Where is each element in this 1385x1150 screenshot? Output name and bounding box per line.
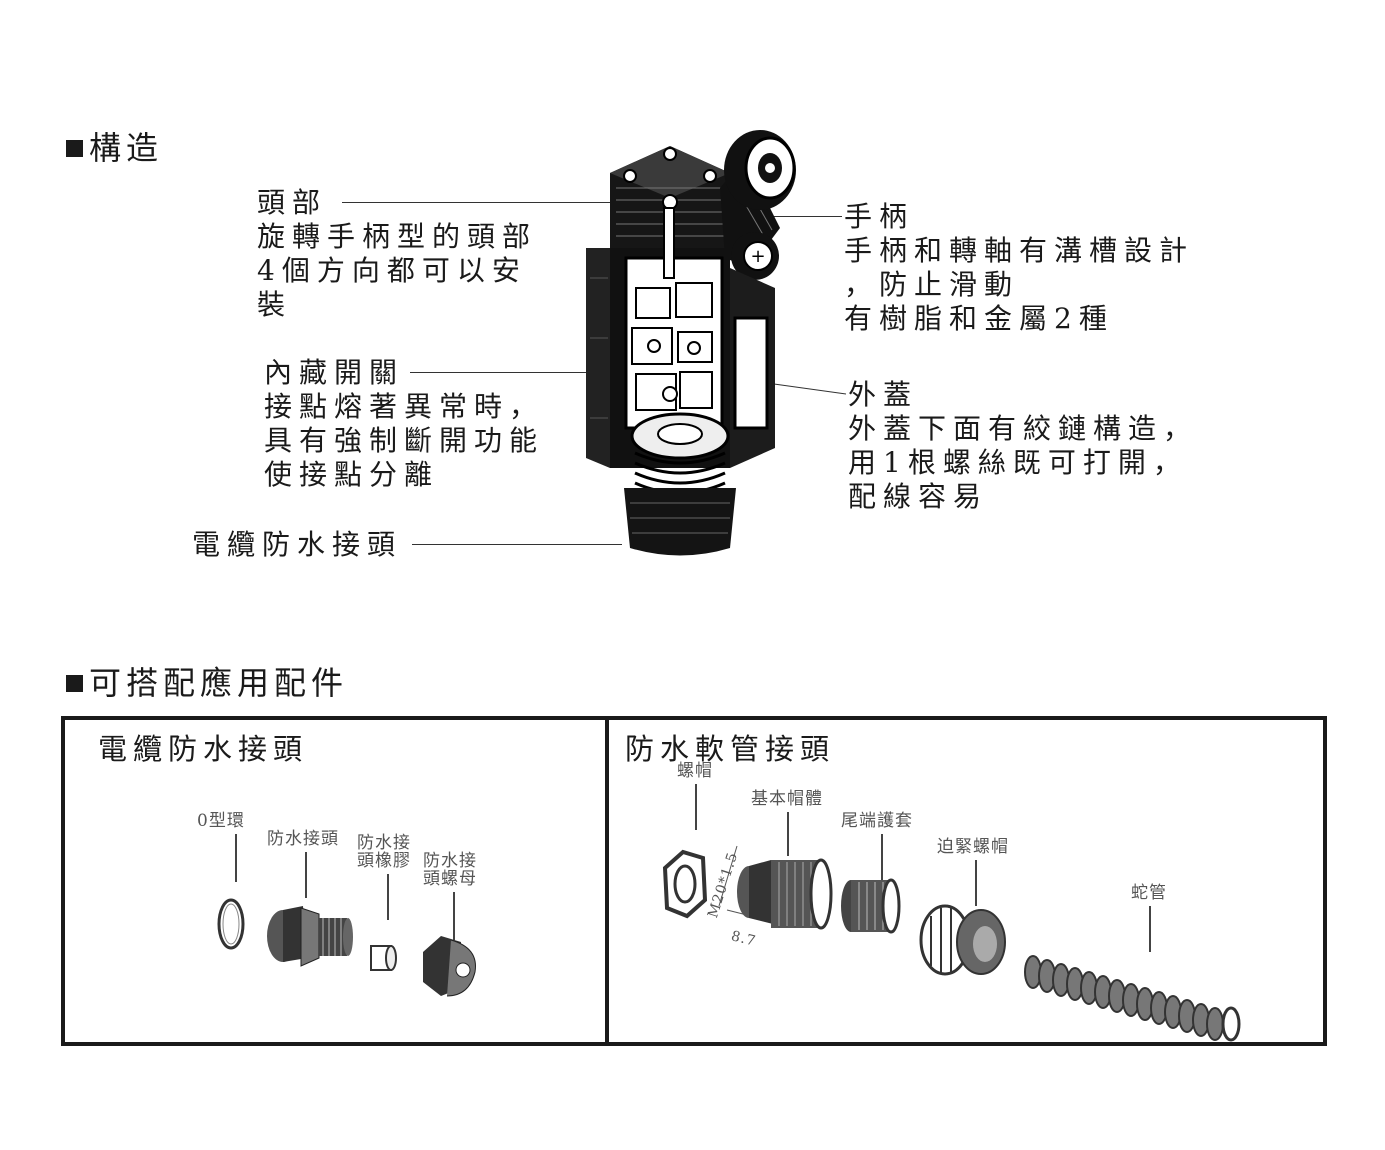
limit-switch-illustration: + [586, 130, 796, 556]
part-label: 蛇管 [1131, 883, 1167, 903]
panel-cable-gland: 電纜防水接頭 0型環 防水接頭 防水接 頭橡膠 防水接 頭螺母 [61, 716, 609, 1046]
part-leader [235, 834, 237, 882]
part-label: 尾端護套 [841, 811, 913, 831]
dimension-label: 8.7 [729, 928, 758, 950]
svg-text:+: + [750, 246, 765, 267]
part-leader [387, 874, 389, 920]
panel-title: 防水軟管接頭 [625, 732, 836, 766]
cable-gland-parts-icon [217, 898, 476, 997]
callout-head-line: 4個方向都可以安 [257, 254, 527, 287]
callout-switch-title: 內藏開關 [264, 356, 405, 389]
callout-cover-title: 外蓋 [848, 378, 919, 411]
part-leader [695, 784, 697, 830]
part-label: 防水接 頭螺母 [423, 851, 477, 889]
panel-title: 電纜防水接頭 [98, 732, 309, 766]
callout-handle: 手柄 手柄和轉軸有溝槽設計 ，防止滑動 有樹脂和金屬2種 [844, 200, 1194, 336]
callout-cover-line: 用1根螺絲既可打開， [848, 446, 1188, 479]
part-label: 基本帽體 [751, 789, 823, 809]
hose-fitting-parts-icon [662, 845, 1241, 1042]
dimension-label: M20*1.5 [705, 849, 742, 921]
leader-line [342, 202, 610, 203]
callout-handle-line: 有樹脂和金屬2種 [844, 302, 1114, 335]
part-leader [1149, 906, 1151, 952]
leader-line [773, 383, 847, 395]
part-label: 防水接 頭橡膠 [357, 833, 411, 871]
leader-line [772, 216, 842, 217]
callout-head-line: 旋轉手柄型的頭部 [257, 220, 538, 253]
leader-line [410, 372, 640, 373]
part-label: 螺帽 [677, 761, 713, 781]
callout-switch-line: 使接點分離 [264, 458, 440, 491]
callout-cover-line: 外蓋下面有絞鏈構造， [848, 412, 1199, 445]
callout-head: 頭部 旋轉手柄型的頭部 4個方向都可以安 裝 [257, 186, 537, 322]
callout-head-line: 裝 [257, 288, 293, 321]
part-leader [453, 892, 455, 940]
callout-handle-line: 手柄和轉軸有溝槽設計 [844, 234, 1195, 267]
part-leader [787, 812, 789, 856]
callout-handle-line: ，防止滑動 [844, 268, 1020, 301]
structure-heading: 構造 [66, 130, 163, 166]
part-leader [881, 834, 883, 880]
callout-switch-line: 接點熔著異常時， [264, 390, 545, 423]
callout-cover-line: 配線容易 [848, 480, 989, 513]
callout-switch-line: 具有強制斷開功能 [264, 424, 545, 457]
part-label: 迫緊螺帽 [937, 837, 1009, 857]
accessories-heading: 可搭配應用配件 [66, 665, 348, 701]
square-bullet-icon [66, 675, 83, 692]
square-bullet-icon [66, 140, 83, 157]
panel-hose-fitting: 防水軟管接頭 螺帽 基本帽體 尾端護套 迫緊螺帽 蛇管 M20*1.5 8.7 [605, 716, 1327, 1046]
part-label: 0型環 [197, 811, 245, 831]
leader-line [412, 544, 622, 545]
part-leader [305, 852, 307, 898]
callout-handle-title: 手柄 [844, 200, 915, 233]
callout-head-title: 頭部 [257, 186, 328, 219]
part-label: 防水接頭 [267, 829, 339, 849]
callout-cable: 電纜防水接頭 [192, 528, 402, 562]
part-leader [975, 860, 977, 906]
callout-cover: 外蓋 外蓋下面有絞鏈構造， 用1根螺絲既可打開， 配線容易 [848, 378, 1198, 514]
callout-cable-title: 電纜防水接頭 [192, 528, 403, 561]
callout-switch: 內藏開關 接點熔著異常時， 具有強制斷開功能 使接點分離 [264, 356, 544, 492]
